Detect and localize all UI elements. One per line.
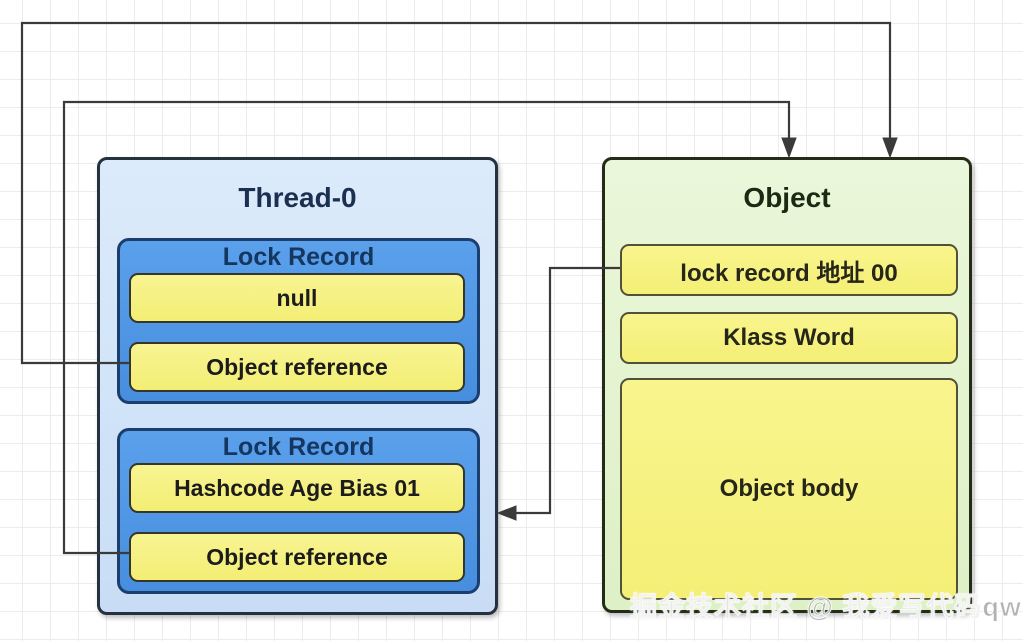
- watermark: 掘金技术社区 @ 我爱写代码qwq: [629, 592, 1023, 623]
- lock-record-1-title: Lock Record: [222, 243, 375, 271]
- arrowhead-left-icon: [496, 505, 517, 521]
- arrowhead-down-icon: [882, 137, 898, 159]
- lock-record-2-title: Lock Record: [222, 433, 375, 461]
- arrowhead-down-icon: [781, 137, 797, 159]
- lock-record-1-field-object-reference: Object reference: [129, 342, 465, 392]
- lock-record-2-field-hashcode-age-bias: Hashcode Age Bias 01: [129, 463, 465, 513]
- object-box-title: Object: [743, 182, 831, 213]
- object-box: Object lock record 地址 00 Klass Word Obje…: [602, 157, 972, 613]
- lock-record-2: Lock Record Hashcode Age Bias 01 Object …: [117, 428, 480, 594]
- thread-box: Thread-0 Lock Record null Object referen…: [97, 157, 498, 615]
- object-field-lock-record-address: lock record 地址 00: [620, 244, 958, 296]
- thread-box-title: Thread-0: [238, 182, 357, 213]
- lock-record-2-field-object-reference: Object reference: [129, 532, 465, 582]
- lock-record-1-field-null: null: [129, 273, 465, 323]
- object-field-klass-word: Klass Word: [620, 312, 958, 364]
- object-field-object-body: Object body: [620, 378, 958, 600]
- lock-record-1: Lock Record null Object reference: [117, 238, 480, 404]
